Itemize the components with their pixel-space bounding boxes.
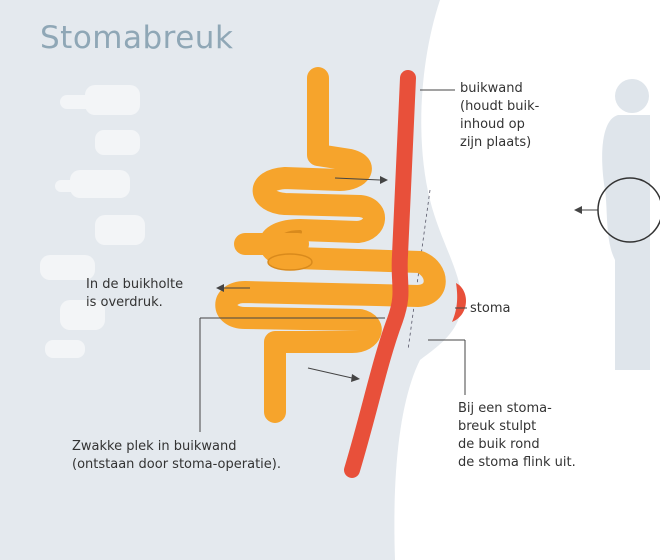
diagram-title: Stomabreuk (40, 20, 233, 56)
person-silhouette (602, 79, 650, 370)
label-line: de buik rond (458, 436, 576, 454)
label-stomabreuk: Bij een stoma- breuk stulpt de buik rond… (458, 400, 576, 472)
intestine-inner-fold (268, 254, 312, 270)
label-line: stoma (470, 300, 510, 318)
label-line: Bij een stoma- (458, 400, 576, 418)
label-zwakke-plek: Zwakke plek in buikwand (ontstaan door s… (72, 438, 281, 474)
label-line: is overdruk. (86, 294, 183, 312)
label-line: breuk stulpt (458, 418, 576, 436)
label-line: In de buikholte (86, 276, 183, 294)
label-buikwand: buikwand (houdt buik- inhoud op zijn pla… (460, 80, 539, 152)
label-buikholte: In de buikholte is overdruk. (86, 276, 183, 312)
label-line: Zwakke plek in buikwand (72, 438, 281, 456)
label-line: de stoma flink uit. (458, 454, 576, 472)
label-line: (ontstaan door stoma-operatie). (72, 456, 281, 474)
label-line: buikwand (460, 80, 539, 98)
label-stoma: stoma (470, 300, 510, 318)
label-line: inhoud op (460, 116, 539, 134)
label-line: zijn plaats) (460, 134, 539, 152)
label-line: (houdt buik- (460, 98, 539, 116)
